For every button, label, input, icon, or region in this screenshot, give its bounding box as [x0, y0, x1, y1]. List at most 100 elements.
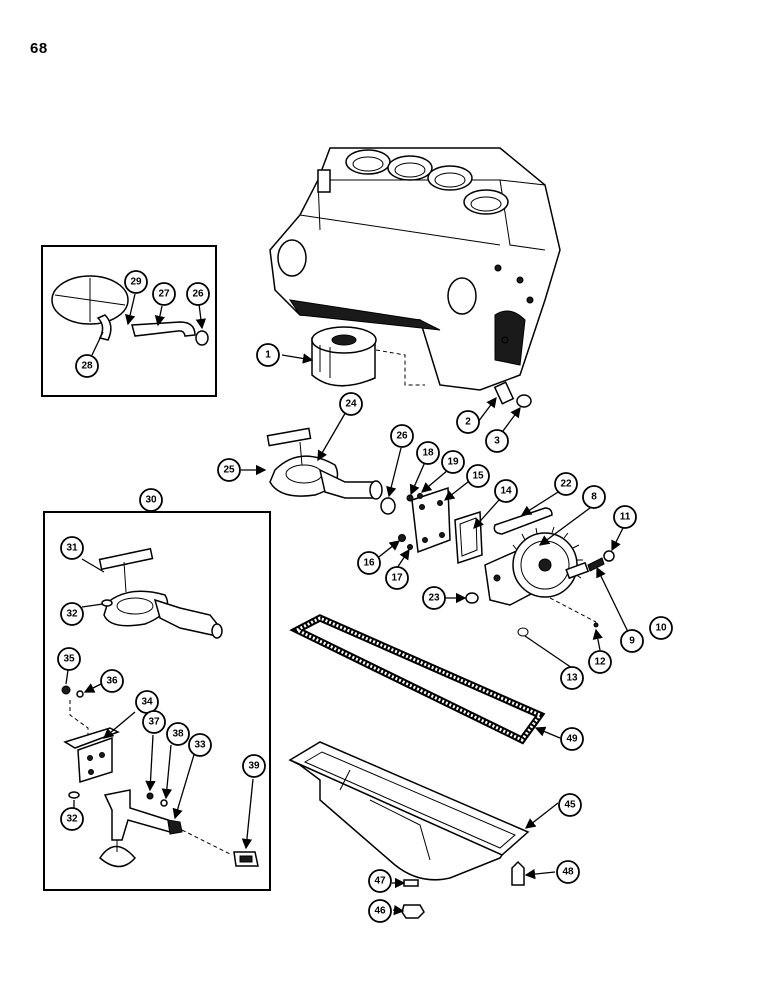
- callout-36: 36: [100, 669, 124, 693]
- item-32-washer-a: [101, 599, 113, 607]
- svg-text:26: 26: [396, 431, 408, 442]
- svg-text:17: 17: [391, 573, 403, 584]
- svg-text:36: 36: [106, 676, 118, 687]
- item-13-oring: [517, 627, 529, 637]
- item-47-washer: [403, 879, 419, 887]
- item-46-plug: [401, 904, 425, 919]
- suction-tube-24: [266, 427, 383, 500]
- svg-text:9: 9: [629, 636, 635, 647]
- callout-10: 10: [649, 616, 673, 640]
- svg-text:26: 26: [192, 289, 204, 300]
- svg-text:27: 27: [158, 289, 170, 300]
- callout-32-upper: 32: [60, 602, 84, 626]
- svg-text:38: 38: [172, 729, 184, 740]
- item-35-bolt: [61, 685, 71, 695]
- callout-25: 25: [217, 458, 241, 482]
- callout-35: 35: [57, 647, 81, 671]
- callout-13: 13: [560, 666, 584, 690]
- item-3-seal: [516, 394, 532, 408]
- callout-9: 9: [620, 629, 644, 653]
- callout-29: 29: [124, 270, 148, 294]
- svg-text:35: 35: [63, 654, 75, 665]
- callout-45: 45: [558, 793, 582, 817]
- callout-37: 37: [142, 710, 166, 734]
- svg-text:33: 33: [194, 740, 206, 751]
- svg-text:47: 47: [374, 876, 386, 887]
- svg-text:30: 30: [145, 495, 157, 506]
- svg-text:31: 31: [66, 543, 78, 554]
- callout-24: 24: [339, 392, 363, 416]
- callout-17: 17: [385, 566, 409, 590]
- svg-text:25: 25: [223, 465, 235, 476]
- callout-39: 39: [242, 754, 266, 778]
- callout-22: 22: [554, 472, 578, 496]
- callout-16: 16: [357, 551, 381, 575]
- bracket-34: [63, 727, 120, 784]
- svg-text:23: 23: [428, 593, 440, 604]
- svg-text:16: 16: [363, 558, 375, 569]
- svg-text:15: 15: [472, 471, 484, 482]
- svg-text:3: 3: [494, 436, 500, 447]
- svg-text:1: 1: [265, 350, 271, 361]
- callout-46: 46: [368, 899, 392, 923]
- callout-26-inset: 26: [186, 282, 210, 306]
- inset-box-30: [43, 511, 271, 891]
- suction-tube-31: [98, 547, 223, 639]
- oil-pan-gasket: [289, 614, 546, 745]
- svg-text:8: 8: [591, 492, 597, 503]
- callout-19: 19: [441, 450, 465, 474]
- page-number: 68: [30, 40, 48, 57]
- breather-assembly: [51, 275, 209, 346]
- callout-8: 8: [582, 485, 606, 509]
- callout-18: 18: [416, 441, 440, 465]
- oil-pan: [288, 741, 530, 881]
- plate-22: [493, 507, 553, 535]
- item-18-pin: [406, 494, 414, 502]
- cylinder-block: [269, 147, 561, 391]
- svg-text:34: 34: [141, 697, 153, 708]
- callout-47: 47: [368, 869, 392, 893]
- item-32-washer-b: [68, 791, 80, 799]
- callout-26: 26: [390, 424, 414, 448]
- item-17-washer: [407, 544, 413, 550]
- svg-text:24: 24: [345, 399, 357, 410]
- callout-28: 28: [75, 354, 99, 378]
- svg-text:32: 32: [66, 814, 78, 825]
- svg-text:28: 28: [81, 361, 93, 372]
- svg-text:2: 2: [465, 417, 471, 428]
- callout-1: 1: [256, 343, 280, 367]
- item-2-fitting: [493, 381, 515, 405]
- svg-text:48: 48: [562, 867, 574, 878]
- callout-14: 14: [494, 479, 518, 503]
- callout-30: 30: [139, 488, 163, 512]
- item-9-pin: [565, 561, 590, 580]
- callout-33: 33: [188, 733, 212, 757]
- inset-box-breather: [41, 245, 217, 397]
- item-16-bolt: [398, 534, 406, 542]
- item-26-washer: [380, 497, 396, 515]
- item-48-bolt: [511, 860, 525, 886]
- svg-text:46: 46: [374, 906, 386, 917]
- item-37-nut: [146, 792, 154, 800]
- callout-32-lower: 32: [60, 807, 84, 831]
- item-10-spring: [587, 557, 605, 572]
- callout-49: 49: [560, 727, 584, 751]
- callout-31: 31: [60, 536, 84, 560]
- strainer-assembly: [99, 789, 183, 868]
- callout-15: 15: [466, 464, 490, 488]
- callout-27: 27: [152, 282, 176, 306]
- item-38-washer: [160, 799, 168, 807]
- svg-text:14: 14: [500, 486, 512, 497]
- filter-dashed-line: [375, 349, 425, 386]
- oil-pump-body: [484, 526, 583, 606]
- pump-gasket-14: [454, 510, 483, 565]
- oil-filter: [311, 326, 377, 387]
- svg-text:39: 39: [248, 761, 260, 772]
- callout-38: 38: [166, 722, 190, 746]
- svg-text:22: 22: [560, 479, 572, 490]
- svg-text:13: 13: [566, 673, 578, 684]
- svg-text:45: 45: [564, 800, 576, 811]
- callout-2: 2: [456, 410, 480, 434]
- item-19-pin: [417, 493, 423, 499]
